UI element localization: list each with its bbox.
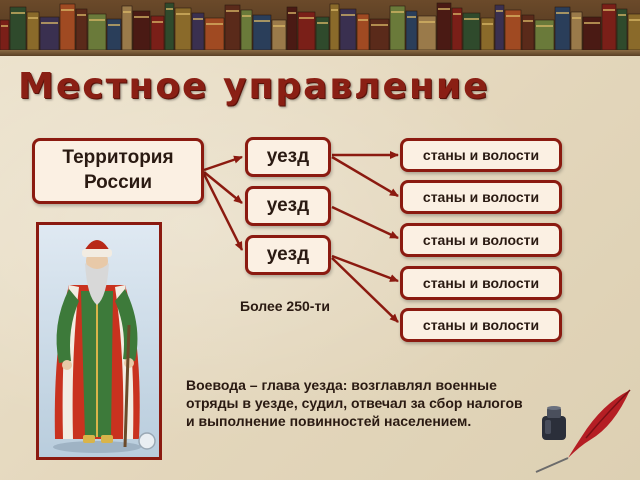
stan-box-3: станы и волости [400, 223, 562, 257]
slide-title: Местное управление [18, 66, 490, 107]
stan-box-5: станы и волости [400, 308, 562, 342]
uezd-count-note: Более 250-ти [240, 298, 330, 314]
uezd-box-1: уезд [245, 137, 331, 177]
voevoda-portrait [36, 222, 162, 460]
shelf-plank [0, 50, 640, 56]
stan-box-1: станы и волости [400, 138, 562, 172]
voevoda-portrait-icon [53, 240, 156, 453]
stan-box-2: станы и волости [400, 180, 562, 214]
stan-box-4: станы и волости [400, 266, 562, 300]
territory-box: Территория России [32, 138, 204, 204]
bookshelf-icon [0, 2, 640, 51]
voevoda-description: Воевода – глава уезда: возглавлял военны… [186, 377, 523, 429]
uezd-box-3: уезд [245, 235, 331, 275]
quill-icon [535, 389, 631, 473]
quill-decoration [535, 389, 631, 473]
bookshelf-header [0, 0, 640, 56]
uezd-box-2: уезд [245, 186, 331, 226]
inkwell-icon [542, 406, 566, 440]
